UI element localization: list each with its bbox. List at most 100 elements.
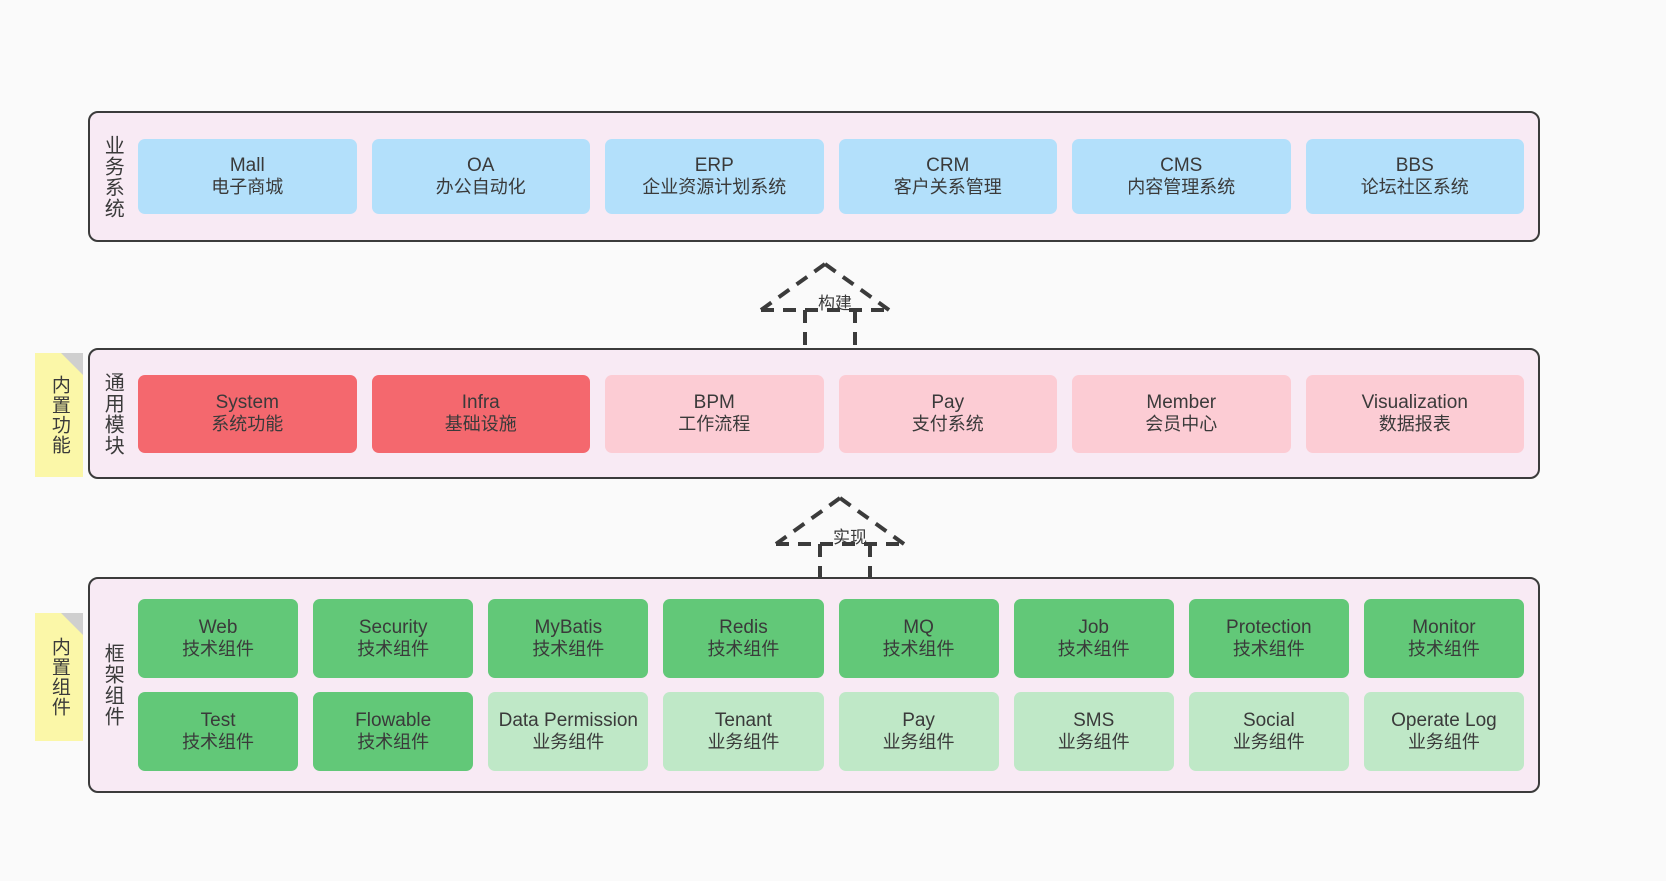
node-mall[interactable]: Mall 电子商城 [138, 139, 357, 214]
node-sms-sub: 业务组件 [1057, 732, 1130, 753]
note-builtin-function: 内置功能 [35, 353, 83, 477]
node-flowable-sub: 技术组件 [357, 732, 430, 753]
connector-build-label: 构建 [818, 294, 852, 313]
node-monitor-sub: 技术组件 [1407, 639, 1480, 660]
node-test[interactable]: Test 技术组件 [138, 692, 299, 771]
node-security[interactable]: Security 技术组件 [313, 599, 474, 678]
layer-framework-component-row-biz: Test 技术组件 Flowable 技术组件 Data Permission … [138, 692, 1524, 771]
node-protection[interactable]: Protection 技术组件 [1188, 599, 1349, 678]
node-oa-name: OA [467, 154, 495, 176]
node-protection-name: Protection [1226, 616, 1312, 638]
node-erp[interactable]: ERP 企业资源计划系统 [605, 139, 824, 214]
node-test-sub: 技术组件 [182, 732, 255, 753]
node-bpm[interactable]: BPM 工作流程 [605, 374, 824, 453]
note-builtin-function-label: 内置功能 [48, 375, 70, 455]
node-visualization[interactable]: Visualization 数据报表 [1305, 374, 1524, 453]
node-cms-name: CMS [1160, 154, 1203, 176]
node-pay-module[interactable]: Pay 支付系统 [838, 374, 1057, 453]
page-fold-icon [61, 353, 83, 375]
node-data-permission[interactable]: Data Permission 业务组件 [488, 692, 649, 771]
node-redis-name: Redis [719, 616, 768, 638]
node-erp-sub: 企业资源计划系统 [642, 177, 787, 198]
node-pay-component[interactable]: Pay 业务组件 [838, 692, 999, 771]
node-security-name: Security [358, 616, 428, 638]
node-data-permission-sub: 业务组件 [532, 732, 605, 753]
node-operate-log-sub: 业务组件 [1407, 732, 1480, 753]
node-operate-log[interactable]: Operate Log 业务组件 [1363, 692, 1524, 771]
node-mybatis-sub: 技术组件 [532, 639, 605, 660]
node-bbs[interactable]: BBS 论坛社区系统 [1305, 139, 1524, 214]
page-fold-icon [61, 613, 83, 635]
node-bbs-name: BBS [1395, 154, 1434, 176]
layer-framework-component-row-tech: Web 技术组件 Security 技术组件 MyBatis 技术组件 Redi… [138, 599, 1524, 678]
layer-framework-component[interactable]: 框架组件 Web 技术组件 Security 技术组件 MyBatis 技术组件… [88, 577, 1540, 793]
node-member[interactable]: Member 会员中心 [1072, 374, 1291, 453]
node-system[interactable]: System 系统功能 [138, 374, 357, 453]
layer-business-system-body: Mall 电子商城 OA 办公自动化 ERP 企业资源计划系统 CRM 客户关系… [134, 113, 1538, 240]
node-tenant-name: Tenant [714, 709, 772, 731]
layer-common-module-body: System 系统功能 Infra 基础设施 BPM 工作流程 Pay 支付系统… [134, 350, 1538, 477]
node-flowable-name: Flowable [355, 709, 432, 731]
node-crm-sub: 客户关系管理 [893, 177, 1002, 198]
node-data-permission-name: Data Permission [498, 709, 638, 731]
note-builtin-component: 内置组件 [35, 613, 83, 741]
node-mall-name: Mall [229, 154, 265, 176]
node-bbs-sub: 论坛社区系统 [1360, 177, 1469, 198]
node-monitor-name: Monitor [1412, 616, 1476, 638]
node-redis[interactable]: Redis 技术组件 [663, 599, 824, 678]
node-cms-sub: 内容管理系统 [1127, 177, 1236, 198]
connector-build: 构建 [745, 253, 925, 353]
node-system-sub: 系统功能 [211, 414, 284, 435]
layer-business-system-row: Mall 电子商城 OA 办公自动化 ERP 企业资源计划系统 CRM 客户关系… [138, 139, 1524, 214]
node-pay-module-name: Pay [931, 391, 965, 413]
node-mq-sub: 技术组件 [882, 639, 955, 660]
node-job[interactable]: Job 技术组件 [1013, 599, 1174, 678]
node-operate-log-name: Operate Log [1391, 709, 1497, 731]
connector-build-arrow-left [759, 262, 827, 312]
node-infra[interactable]: Infra 基础设施 [371, 374, 590, 453]
node-web-sub: 技术组件 [182, 639, 255, 660]
node-crm-name: CRM [926, 154, 970, 176]
node-social[interactable]: Social 业务组件 [1188, 692, 1349, 771]
node-web[interactable]: Web 技术组件 [138, 599, 299, 678]
node-system-name: System [215, 391, 279, 413]
connector-implement: 实现 [760, 487, 940, 587]
layer-common-module[interactable]: 通用模块 System 系统功能 Infra 基础设施 BPM 工作流程 Pay… [88, 348, 1540, 479]
node-mall-sub: 电子商城 [211, 177, 284, 198]
node-oa[interactable]: OA 办公自动化 [371, 139, 590, 214]
node-mq-name: MQ [903, 616, 934, 638]
node-crm[interactable]: CRM 客户关系管理 [838, 139, 1057, 214]
connector-implement-label: 实现 [833, 528, 867, 547]
node-mq[interactable]: MQ 技术组件 [838, 599, 999, 678]
node-web-name: Web [198, 616, 238, 638]
node-monitor[interactable]: Monitor 技术组件 [1363, 599, 1524, 678]
node-tenant-sub: 业务组件 [707, 732, 780, 753]
layer-business-system[interactable]: 业务系统 Mall 电子商城 OA 办公自动化 ERP 企业资源计划系统 CRM… [88, 111, 1540, 242]
node-erp-name: ERP [694, 154, 734, 176]
node-pay-component-name: Pay [902, 709, 935, 731]
node-flowable[interactable]: Flowable 技术组件 [313, 692, 474, 771]
node-member-sub: 会员中心 [1145, 414, 1218, 435]
layer-framework-component-label: 框架组件 [101, 643, 124, 727]
node-sms-name: SMS [1073, 709, 1115, 731]
node-sms[interactable]: SMS 业务组件 [1013, 692, 1174, 771]
node-tenant[interactable]: Tenant 业务组件 [663, 692, 824, 771]
node-protection-sub: 技术组件 [1232, 639, 1305, 660]
node-job-name: Job [1078, 616, 1109, 638]
node-mybatis[interactable]: MyBatis 技术组件 [488, 599, 649, 678]
note-builtin-component-label: 内置组件 [48, 637, 70, 717]
node-cms[interactable]: CMS 内容管理系统 [1072, 139, 1291, 214]
node-test-name: Test [200, 709, 236, 731]
node-social-name: Social [1242, 709, 1295, 731]
node-bpm-name: BPM [693, 391, 735, 413]
layer-common-module-label: 通用模块 [101, 371, 124, 456]
node-pay-module-sub: 支付系统 [911, 414, 984, 435]
node-member-name: Member [1146, 391, 1217, 413]
node-oa-sub: 办公自动化 [435, 177, 526, 198]
node-mybatis-name: MyBatis [534, 616, 603, 638]
node-bpm-sub: 工作流程 [678, 414, 751, 435]
node-redis-sub: 技术组件 [707, 639, 780, 660]
node-pay-component-sub: 业务组件 [882, 732, 955, 753]
node-visualization-sub: 数据报表 [1378, 414, 1451, 435]
